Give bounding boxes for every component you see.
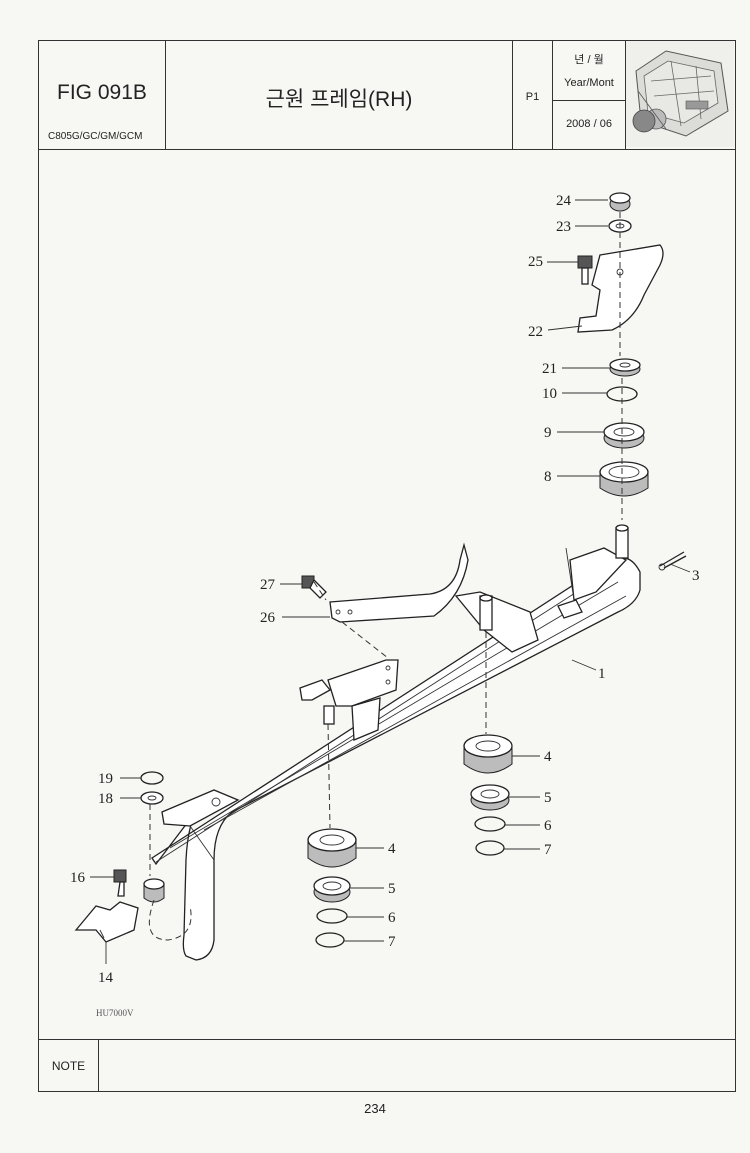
callout-25: 25 — [528, 254, 543, 270]
date-label-kr: 년 / 월 — [574, 54, 604, 66]
callout-6-right: 6 — [544, 818, 552, 834]
page-id-cell: P1 — [513, 41, 553, 149]
pin-3 — [658, 551, 687, 571]
callout-26: 26 — [260, 610, 276, 626]
page-number: 234 — [364, 1101, 386, 1116]
page-frame: FIG 091B C805G/GC/GM/GCM 근원 프레임(RH) P1 년… — [38, 40, 736, 1092]
callout-7-right: 7 — [544, 842, 552, 858]
figure-cell: FIG 091B C805G/GC/GM/GCM — [39, 41, 166, 149]
shaft-post — [615, 524, 629, 559]
callout-6-left: 6 — [388, 910, 396, 926]
drawing-code: HU7000V — [96, 1008, 134, 1018]
bushing-4-right — [463, 734, 513, 774]
middle-bracket — [299, 659, 399, 741]
bushing-8 — [599, 461, 649, 497]
callout-8: 8 — [544, 469, 552, 485]
circlip-6-left — [316, 908, 348, 924]
washer-18 — [140, 791, 164, 805]
bolt-16 — [113, 869, 127, 897]
circlip-7-right — [475, 840, 505, 856]
callout-24: 24 — [556, 193, 572, 209]
bracket-plate-26 — [329, 542, 469, 623]
date-label-en: Year/Mont — [564, 77, 614, 89]
model-list: C805G/GC/GM/GCM — [48, 131, 143, 142]
bearing-9 — [603, 422, 645, 449]
callout-19: 19 — [98, 771, 113, 787]
washer-21 — [609, 358, 641, 377]
washer-19 — [140, 771, 164, 785]
callout-5-right: 5 — [544, 790, 552, 806]
combine-harvester-icon — [626, 41, 734, 147]
thumbnail-cell — [626, 41, 735, 149]
note-label: NOTE — [39, 1040, 99, 1092]
callout-1: 1 — [598, 666, 606, 682]
callout-3: 3 — [692, 568, 700, 584]
circlip-7-left — [315, 932, 345, 948]
callout-14: 14 — [98, 970, 114, 986]
callout-9: 9 — [544, 425, 552, 441]
callout-18: 18 — [98, 791, 113, 807]
callout-4-right: 4 — [544, 749, 552, 765]
callout-4-left: 4 — [388, 841, 396, 857]
page-id: P1 — [525, 91, 540, 103]
circlip-6-right — [474, 816, 506, 832]
leader-lines — [90, 199, 691, 964]
callout-21: 21 — [542, 361, 557, 377]
right-bracket — [454, 591, 539, 653]
callout-labels: 24 23 25 22 21 10 9 8 27 26 3 1 4 5 6 7 … — [70, 193, 700, 1018]
bracket-14 — [74, 901, 139, 943]
assembly-lines — [148, 212, 623, 941]
bushing-left-small — [143, 878, 165, 903]
date-cell: 년 / 월 Year/Mont 2008 / 06 — [553, 41, 626, 149]
callout-16: 16 — [70, 870, 86, 886]
frame-rail-part — [151, 547, 641, 961]
note-row: NOTE — [39, 1039, 735, 1092]
callout-23: 23 — [556, 219, 571, 235]
upper-plate-part — [577, 244, 664, 333]
date-divider — [553, 100, 625, 101]
callout-7-left: 7 — [388, 934, 396, 950]
header-block: FIG 091B C805G/GC/GM/GCM 근원 프레임(RH) P1 년… — [39, 41, 735, 150]
callout-5-left: 5 — [388, 881, 396, 897]
callout-27: 27 — [260, 577, 276, 593]
part-title: 근원 프레임(RH) — [265, 88, 413, 111]
callout-10: 10 — [542, 386, 557, 402]
bearing-5-left — [313, 876, 351, 903]
date-value: 2008 / 06 — [566, 118, 612, 130]
bolt-25 — [577, 255, 593, 285]
callout-22: 22 — [528, 324, 543, 340]
title-cell: 근원 프레임(RH) — [166, 41, 513, 149]
nut-24 — [609, 192, 631, 212]
bearing-5-right — [470, 784, 510, 811]
bushing-4-left — [307, 828, 357, 868]
figure-number: FIG 091B — [57, 81, 147, 104]
